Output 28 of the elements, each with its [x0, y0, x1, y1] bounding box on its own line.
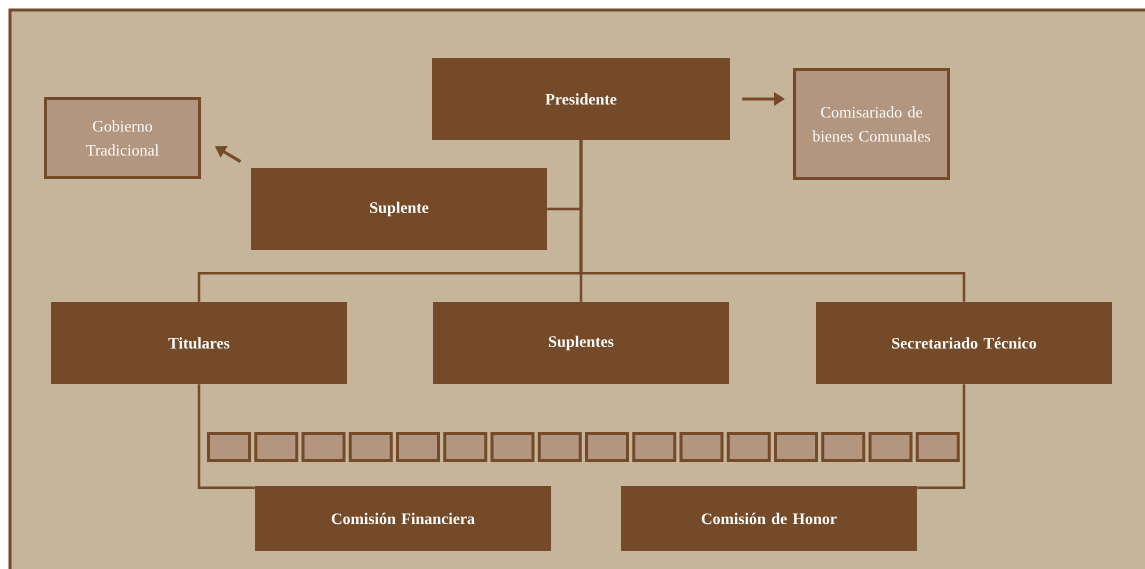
member-box [915, 432, 960, 462]
connector-line [197, 384, 255, 490]
connector-line [579, 140, 966, 302]
side-box: Gobierno Tradicional [44, 97, 201, 179]
org-box: Comisión de Honor [621, 486, 917, 551]
org-box: Presidente [432, 58, 730, 140]
member-box [490, 432, 535, 462]
member-box [868, 432, 913, 462]
member-box [821, 432, 866, 462]
connector-line [917, 384, 966, 490]
member-box [396, 432, 440, 462]
member-box [254, 432, 299, 462]
member-box [537, 432, 582, 462]
org-box: Suplente [251, 168, 547, 250]
org-box: Titulares [51, 302, 347, 384]
org-box: Secretariado Técnico [816, 302, 1112, 384]
member-box [443, 432, 488, 462]
member-box [679, 432, 724, 462]
member-box [774, 432, 818, 462]
member-box [348, 432, 393, 462]
member-box [301, 432, 346, 462]
member-box [585, 432, 629, 462]
side-box: Comisariado de bienes Comunales [793, 68, 950, 180]
member-box [726, 432, 771, 462]
org-box: Suplentes [433, 302, 729, 384]
member-box [207, 432, 251, 462]
member-box [632, 432, 677, 462]
org-box: Comisión Financiera [255, 486, 551, 551]
